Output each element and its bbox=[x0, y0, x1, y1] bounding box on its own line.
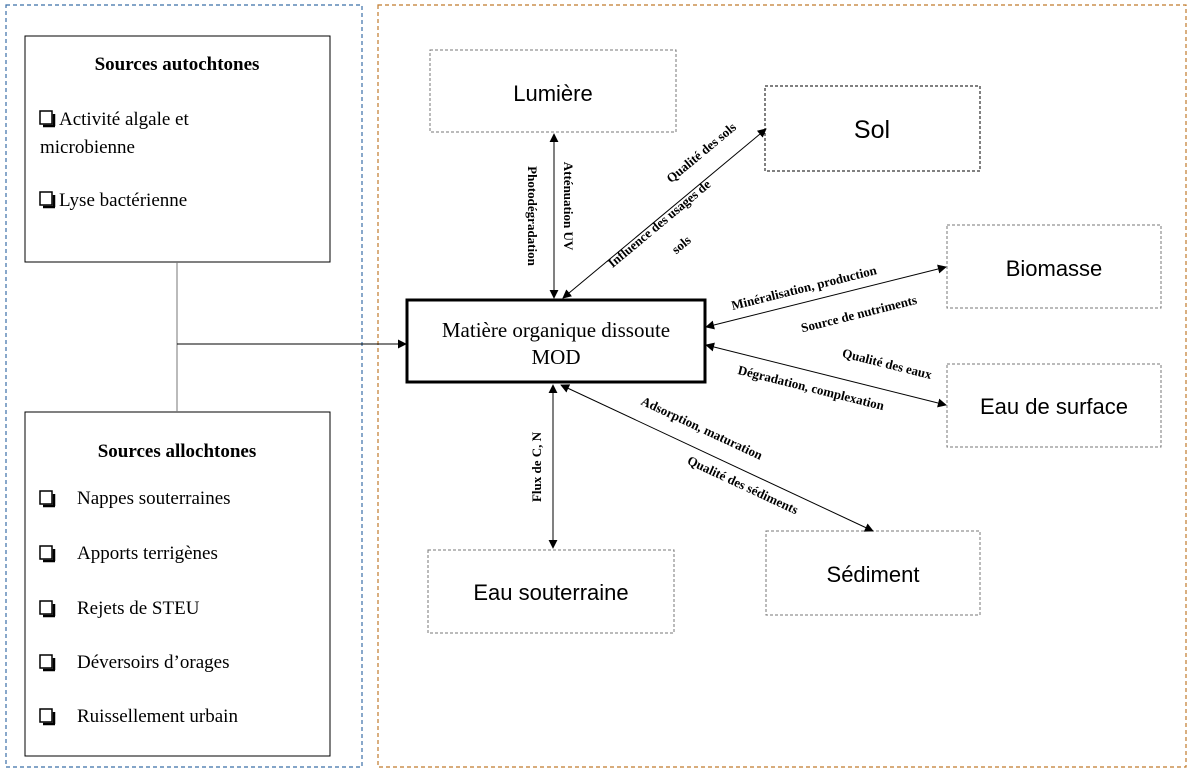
lumiere-label: Lumière bbox=[513, 81, 592, 106]
autochtones-item-2: Lyse bactérienne bbox=[39, 190, 187, 211]
mod-box bbox=[405, 298, 707, 384]
eau-souterraine-box bbox=[427, 549, 675, 634]
allochtones-item: Nappes souterraines bbox=[39, 488, 231, 509]
autochtones-item-1: Activité algale et bbox=[39, 109, 189, 130]
label-influence-usages: Influence des usages de bbox=[605, 176, 714, 270]
eau-surface-box bbox=[946, 363, 1162, 448]
allochtones-item: Rejets de STEU bbox=[39, 598, 200, 619]
label-qualite-sediments: Qualité des sédiments bbox=[685, 453, 801, 518]
checkbox-icon bbox=[39, 110, 53, 125]
sol-label: Sol bbox=[854, 116, 890, 144]
lumiere-box bbox=[429, 49, 677, 133]
sediment-box bbox=[765, 530, 981, 616]
checkbox-icon bbox=[39, 600, 53, 615]
checkbox-icon bbox=[39, 654, 53, 669]
label-degradation: Dégradation, complexation bbox=[736, 362, 886, 413]
allochtones-item-label: Nappes souterraines bbox=[77, 488, 231, 509]
label-attenuation: Atténuation UV bbox=[561, 162, 576, 251]
autochtones-item-label: Lyse bactérienne bbox=[59, 190, 187, 211]
arrow-sediment bbox=[560, 384, 874, 532]
allochtones-item: Déversoirs d’orages bbox=[39, 652, 229, 673]
eau-surface-label: Eau de surface bbox=[980, 394, 1128, 419]
checkbox-icon bbox=[39, 708, 53, 723]
mod-label-line1: Matière organique dissoute bbox=[442, 318, 670, 342]
label-flux: Flux de C, N bbox=[529, 431, 544, 502]
left-frame bbox=[5, 4, 363, 768]
arrow-eau-surface bbox=[705, 342, 947, 408]
eau-souterraine-label: Eau souterraine bbox=[473, 580, 628, 605]
label-photodegradation: Photodégradation bbox=[525, 166, 540, 266]
checkbox-icon bbox=[39, 191, 53, 206]
right-frame bbox=[377, 4, 1187, 768]
checkbox-icon bbox=[39, 545, 53, 560]
label-mineralisation: Minéralisation, production bbox=[730, 262, 879, 313]
checkbox-icon bbox=[39, 490, 53, 505]
allochtones-item: Apports terrigènes bbox=[39, 543, 218, 564]
allochtones-item: Ruissellement urbain bbox=[39, 706, 238, 727]
sol-box bbox=[764, 85, 981, 172]
label-adsorption: Adsorption, maturation bbox=[639, 393, 766, 463]
sediment-label: Sédiment bbox=[827, 562, 920, 587]
allochtones-item-label: Déversoirs d’orages bbox=[77, 652, 229, 673]
label-influence-usages-cont: sols bbox=[669, 232, 694, 256]
biomasse-box bbox=[946, 224, 1162, 309]
allochtones-item-label: Rejets de STEU bbox=[77, 598, 200, 619]
label-qualite-eaux: Qualité des eaux bbox=[841, 345, 934, 382]
autochtones-title: Sources autochtones bbox=[95, 54, 260, 75]
allochtones-title: Sources allochtones bbox=[98, 441, 257, 462]
allochtones-item-label: Apports terrigènes bbox=[77, 543, 218, 564]
arrow-sol bbox=[562, 128, 767, 299]
biomasse-label: Biomasse bbox=[1006, 256, 1103, 281]
autochtones-item-label: Activité algale et bbox=[59, 109, 189, 130]
mod-label-line2: MOD bbox=[531, 345, 580, 369]
allochtones-item-label: Ruissellement urbain bbox=[77, 706, 238, 727]
label-source-nutriments: Source de nutriments bbox=[799, 292, 918, 335]
allochtones-box bbox=[24, 411, 331, 757]
autochtones-box bbox=[24, 35, 331, 263]
autochtones-item-label-cont: microbienne bbox=[40, 137, 135, 158]
arrow-biomasse bbox=[705, 264, 947, 330]
